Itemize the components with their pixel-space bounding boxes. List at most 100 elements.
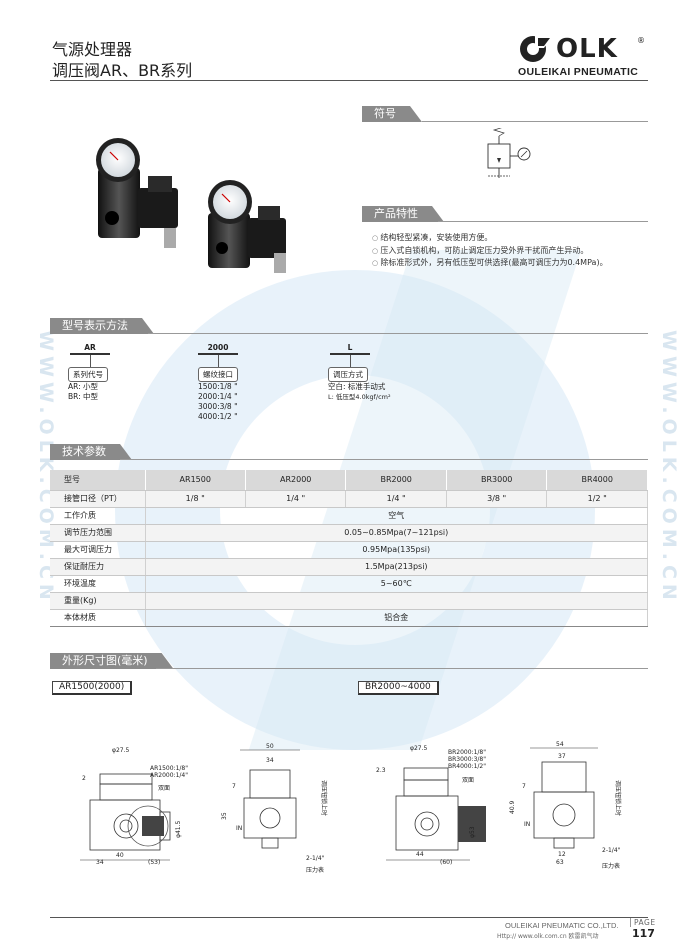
table-header-cell: BR2000 [345,470,447,491]
ar-dim-knob: φ27.5 [112,747,130,754]
table-row: 接管口径（PT） 1/8 " 1/4 " 1/4 " 3/8 " 1/2 " [50,490,648,508]
model-seg2-code: 2000 [207,343,229,352]
footer-page-label: PAGE [630,918,656,927]
br-dim-60: (60) [440,859,452,866]
br-note-1: BR2000:1/8" [448,749,486,756]
model-seg2-label: 螺纹接口 [198,367,238,382]
ar-dim-2: 2 [82,775,86,782]
br-dim-12: 12 [558,851,566,858]
feature-list: 结构轻型紧凑，安装使用方便。 压入式自锁机构，可防止调定压力受外界干扰而产生异动… [372,232,608,270]
table-cell: 1.5Mpa(213psi) [145,558,648,576]
table-cell: 1/4 " [245,490,347,508]
ar-in-label: IN [236,825,242,832]
br-in-label: IN [524,821,530,828]
feature-item: 结构轻型紧凑，安装使用方便。 [372,232,608,245]
br-dim-37: 37 [558,753,566,760]
ar-dim-35: 35 [221,812,228,820]
ar-note-2: AR2000:1/4" [150,772,188,779]
table-row: 工作介质 空气 [50,507,648,525]
br-dim-44: 44 [416,851,424,858]
table-row: 最大可调压力 0.95Mpa(135psi) [50,541,648,559]
logo-subtitle: OULEIKAI PNEUMATIC [518,66,639,78]
ar-dim-34: 34 [96,859,104,866]
section-model: 型号表示方法 [50,318,648,334]
br-lock-text: 调压钮锁上时 [614,780,622,816]
spec-table: 型号 AR1500 AR2000 BR2000 BR3000 BR4000 接管… [50,470,648,627]
table-cell: 0.95Mpa(135psi) [145,541,648,559]
model-seg1-label: 系列代号 [68,367,108,382]
ar-dim-7: 7 [232,783,236,790]
footer-company: OULEIKAI PNEUMATIC CO.,LTD. [505,921,619,930]
ar-note-1: AR1500:1/8" [150,765,188,772]
br-dim-knob: φ27.5 [410,745,428,752]
table-cell [145,592,648,610]
logo-text: OLK [556,34,618,64]
table-row-label: 本体材质 [50,609,146,627]
ar-gauge-label: 压力表 [306,866,324,874]
table-cell: 1/2 " [546,490,648,508]
table-cell: 1/4 " [345,490,447,508]
table-row-label: 保证耐压力 [50,558,146,576]
br-dim-40: 40.9 [509,800,516,814]
ar-double-face: 双面 [158,785,170,792]
table-row: 本体材质 铝合金 [50,609,648,627]
table-cell: 5~60℃ [145,575,648,593]
table-row-label: 环境温度 [50,575,146,593]
product-photo [96,138,286,273]
model-seg2-desc: 1500:1/8 " 2000:1/4 " 3000:3/8 " 4000:1/… [198,382,238,421]
ar-dim-40: 40 [116,852,124,859]
table-row: 环境温度 5~60℃ [50,575,648,593]
brand-logo: OLK ® OULEIKAI PNEUMATIC [516,34,651,79]
table-row: 重量(Kg) [50,592,648,610]
table-row: 保证耐压力 1.5Mpa(213psi) [50,558,648,576]
section-dims: 外形尺寸图(毫米) [50,653,648,669]
br-gauge-label: 压力表 [602,862,620,870]
table-header-cell: AR2000 [245,470,347,491]
section-symbol: 符号 [362,106,648,122]
table-row-label: 最大可调压力 [50,541,146,559]
dim-label-br: BR2000~4000 [358,681,439,695]
section-model-title: 型号表示方法 [50,318,154,334]
section-symbol-title: 符号 [362,106,422,122]
br-dim-23: 2.3 [376,767,386,774]
table-row-label: 调节压力范围 [50,524,146,542]
table-cell: 铝合金 [145,609,648,627]
table-cell: 1/8 " [145,490,246,508]
model-seg3-code: L [347,343,353,352]
br-dim-7: 7 [522,783,526,790]
table-row-label: 重量(Kg) [50,592,146,610]
logo-registered: ® [637,36,645,45]
br-note-3: BR4000:1/2" [448,763,486,770]
pneumatic-symbol [487,128,531,178]
model-seg1-desc: AR: 小型 BR: 中型 [68,382,99,401]
table-row: 调节压力范围 0.05~0.85Mpa(7~121psi) [50,524,648,542]
table-header-cell: 型号 [50,470,146,491]
ar-dim-41: φ41.5 [175,821,182,839]
model-seg1-code: AR [84,343,96,352]
br-dim-63: 63 [556,859,564,866]
section-features-title: 产品特性 [362,206,444,222]
section-tech: 技术参数 [50,444,648,460]
dim-label-ar: AR1500(2000) [52,681,133,695]
table-cell: 空气 [145,507,648,525]
table-row-label: 工作介质 [50,507,146,525]
table-row-label: 接管口径（PT） [50,490,146,508]
table-header-cell: BR3000 [446,470,548,491]
table-header-cell: AR1500 [145,470,246,491]
ar-dim-34b: 34 [266,757,274,764]
footer-page-number: 117 [632,927,655,940]
table-header-cell: BR4000 [546,470,648,491]
model-seg3-label: 调压方式 [328,367,368,382]
section-features: 产品特性 [362,206,648,222]
page-title-line1: 气源处理器 [52,40,133,59]
section-dims-title: 外形尺寸图(毫米) [50,653,174,669]
footer-url: Http:// www.olk.com.cn 欧雷凯气动 [497,933,599,940]
feature-item: 除标准形式外，另有低压型可供选择(最高可调压力为0.4MPa)。 [372,257,607,270]
page-title-line2: 调压阀AR、BR系列 [52,61,193,80]
br-note-2: BR3000:3/8" [448,756,486,763]
br-double-face: 双面 [462,777,474,784]
ar-dim-53: (53) [148,859,160,866]
header-rule [50,80,648,81]
model-seg3-desc: 空白: 标准手动式 L: 低压型4.0kgf/cm² [328,382,391,401]
feature-item: 压入式自锁机构，可防止调定压力受外界干扰而产生异动。 [372,245,608,258]
